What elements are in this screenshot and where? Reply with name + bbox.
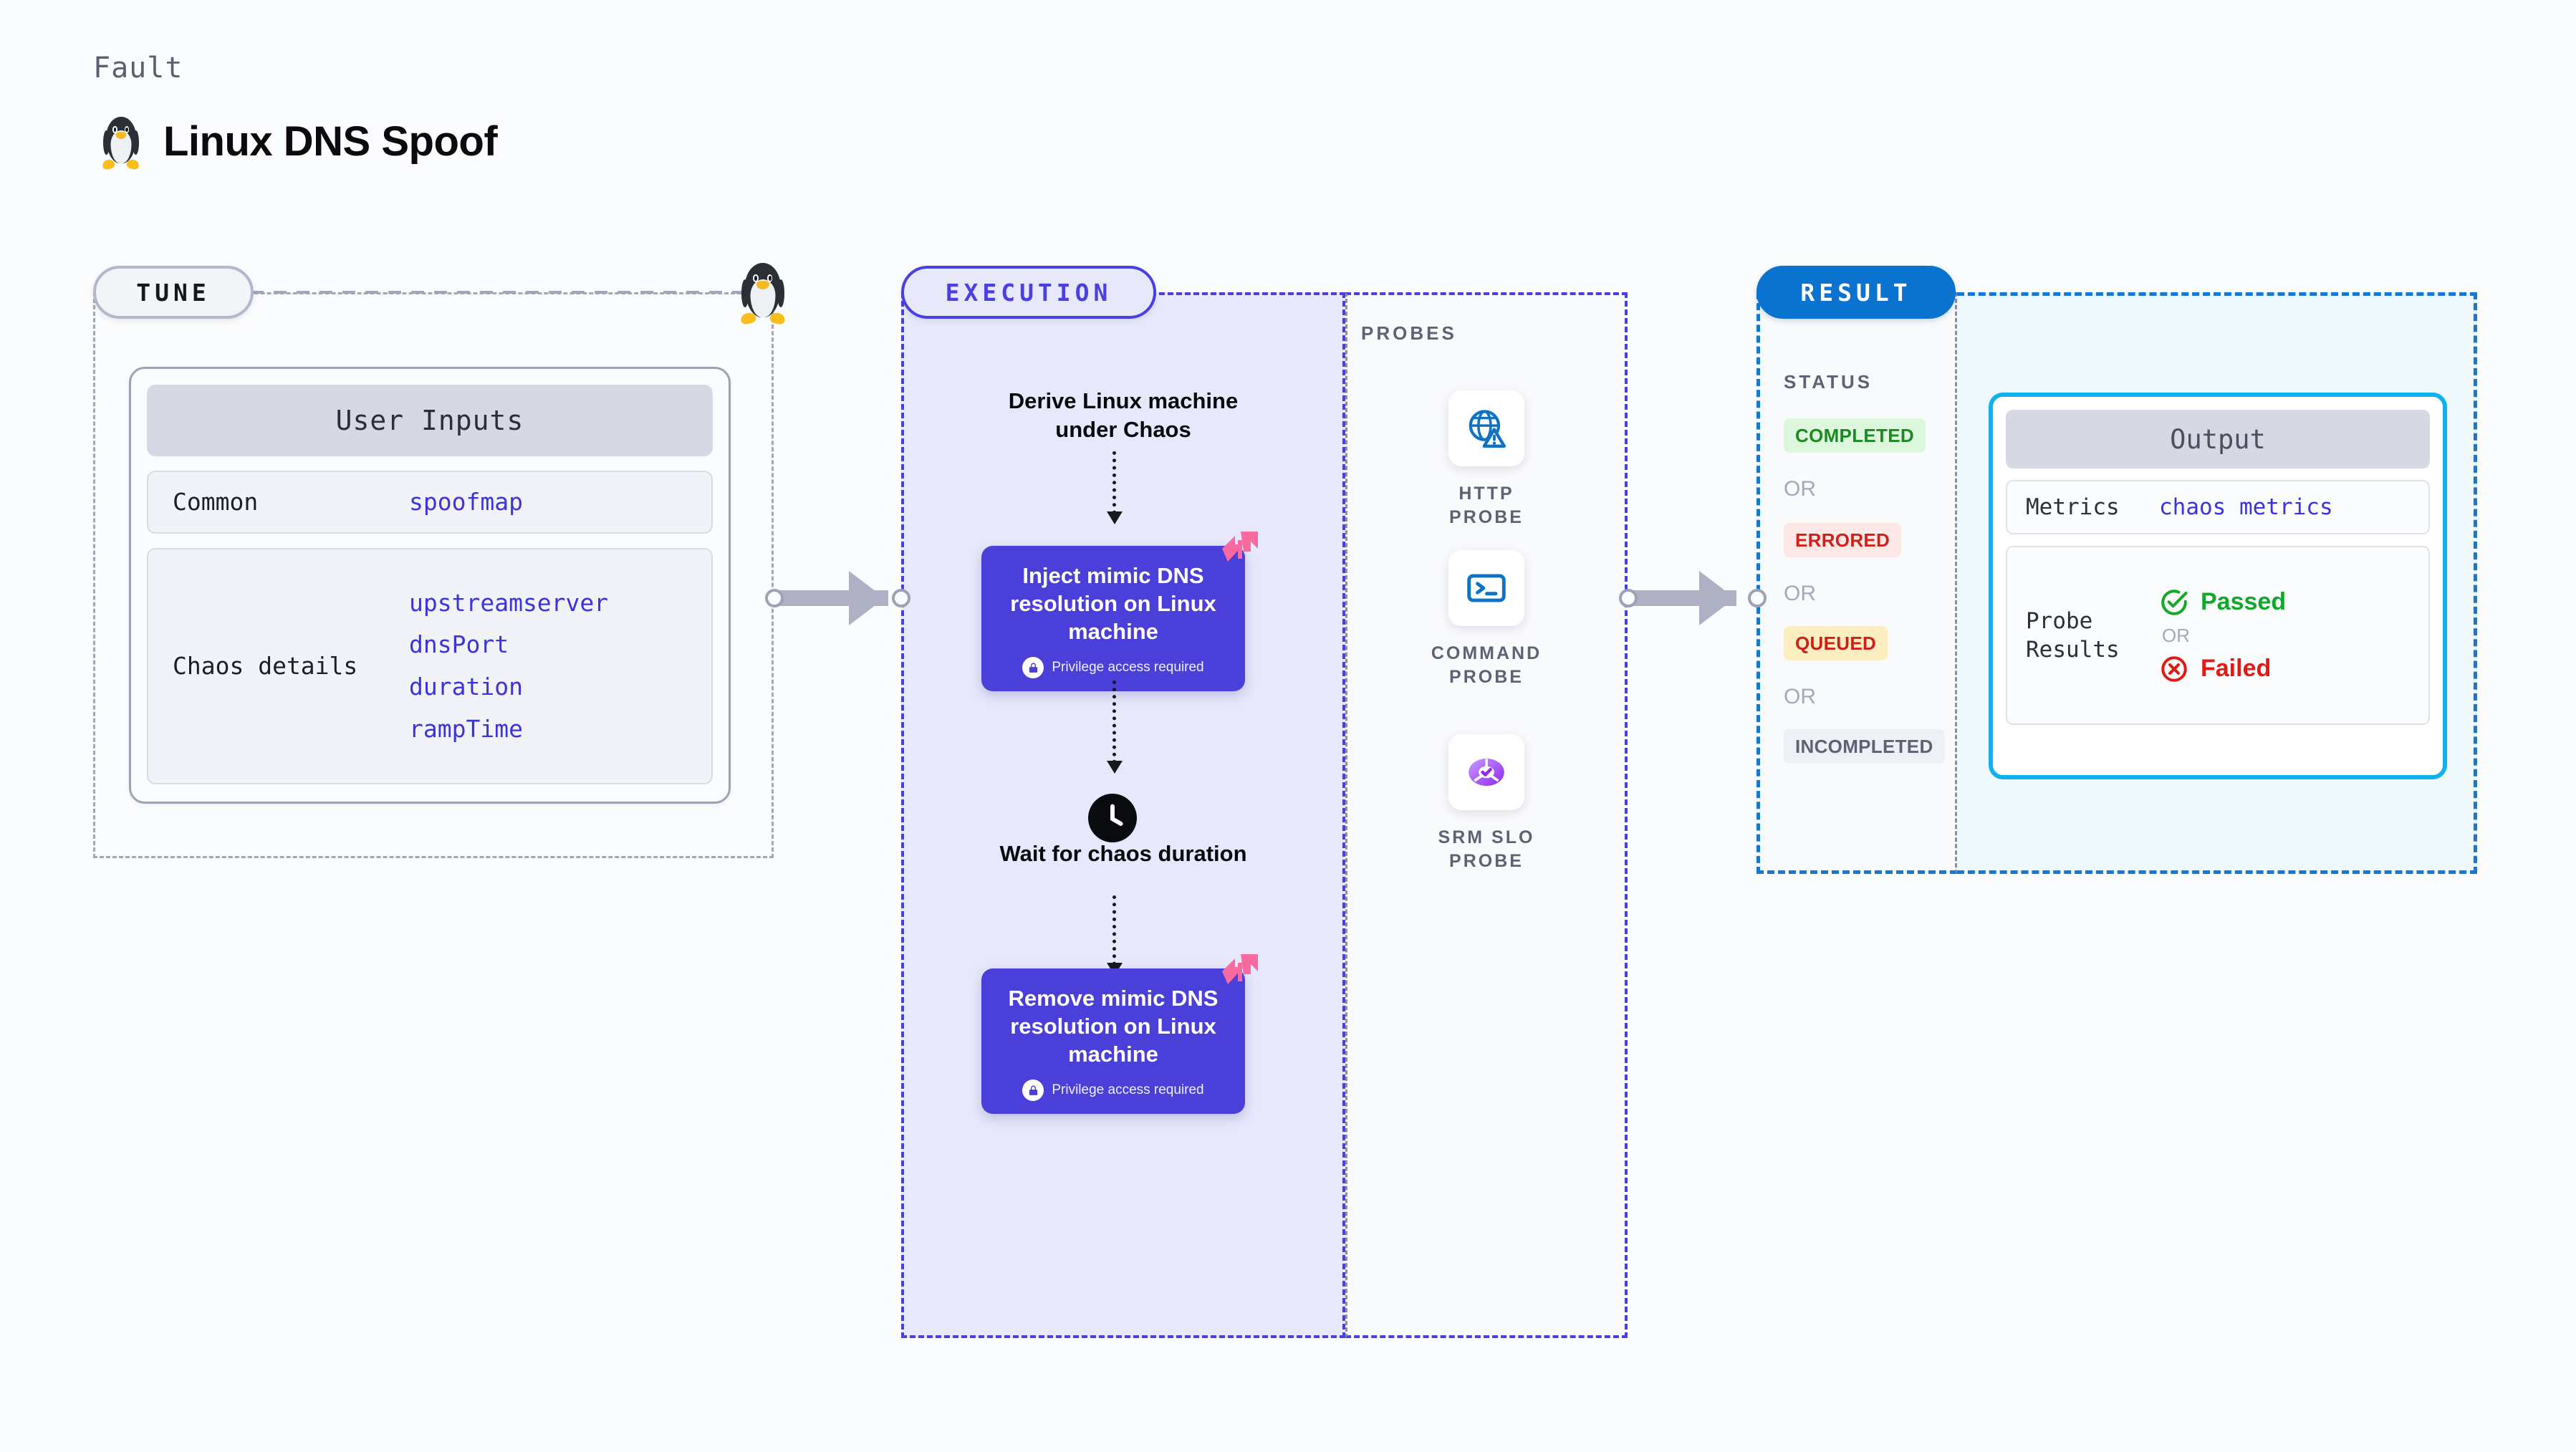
probe-item-command[interactable]: COMMAND PROBE	[1422, 550, 1551, 688]
tune-value[interactable]: dnsPort	[409, 630, 509, 659]
output-row-probe-results: Probe Results Passed OR Failed	[2006, 546, 2430, 725]
remove-action-box[interactable]: Remove mimic DNS resolution on Linux mac…	[981, 954, 1258, 1115]
check-circle-icon	[2161, 589, 2188, 615]
flow-arrow	[1107, 451, 1123, 524]
page-title: Linux DNS Spoof	[163, 117, 498, 165]
probe-label: COMMAND PROBE	[1431, 643, 1542, 687]
output-row-value[interactable]: chaos metrics	[2159, 494, 2333, 520]
tune-region	[93, 292, 774, 858]
output-row-key: Metrics	[2026, 494, 2120, 520]
tune-row-values: upstreamserver dnsPort duration rampTime	[409, 582, 608, 751]
status-separator: OR	[1784, 582, 1816, 605]
probe-item-http[interactable]: HTTP PROBE	[1422, 390, 1551, 529]
slo-donut-check-icon	[1469, 758, 1504, 787]
privilege-text: Privilege access required	[1052, 1082, 1204, 1098]
probe-failed-label: Failed	[2201, 655, 2272, 682]
connector-arrowhead	[1699, 571, 1735, 625]
flow-arrow	[1107, 681, 1123, 774]
status-badge-queued: QUEUED	[1784, 626, 1888, 660]
probe-result-values: Passed OR Failed	[2159, 587, 2286, 684]
lock-icon	[1022, 657, 1044, 679]
connector-arrowhead	[849, 571, 885, 625]
probes-region	[1345, 292, 1628, 1338]
remove-action-title: Remove mimic DNS resolution on Linux mac…	[1008, 986, 1219, 1067]
connector-start-dot	[1619, 589, 1638, 607]
chaos-experiment-mark-icon	[1222, 954, 1258, 984]
inject-action-box[interactable]: Inject mimic DNS resolution on Linux mac…	[981, 532, 1258, 692]
user-inputs-card: User Inputs Common spoofmap Chaos detail…	[129, 367, 731, 804]
privilege-row: Privilege access required	[996, 1080, 1231, 1102]
probe-item-srm-slo[interactable]: SRM SLO PROBE	[1422, 734, 1551, 872]
output-row-metrics: Metrics chaos metrics	[2006, 480, 2430, 534]
chaos-experiment-mark-icon	[1222, 532, 1258, 562]
tune-row-key: Common	[173, 487, 259, 516]
result-section-pill[interactable]: RESULT	[1756, 266, 1956, 319]
privilege-text: Privilege access required	[1052, 660, 1204, 675]
probe-label: HTTP PROBE	[1449, 484, 1524, 527]
page-eyebrow-label: Fault	[93, 52, 183, 85]
probe-passed-label: Passed	[2201, 588, 2287, 615]
output-card-header: Output	[2006, 410, 2430, 468]
tune-section-pill[interactable]: TUNE	[93, 266, 254, 319]
terminal-prompt-icon	[1467, 574, 1506, 602]
lock-icon	[1022, 1080, 1044, 1102]
privilege-row: Privilege access required	[996, 657, 1231, 679]
linux-penguin-icon	[738, 261, 788, 326]
status-badge-incompleted: INCOMPLETED	[1784, 729, 1945, 764]
derive-step-label: Derive Linux machine under Chaos	[1008, 388, 1239, 442]
probe-tile	[1448, 550, 1524, 626]
flow-arrow	[1107, 895, 1123, 976]
page-title-row: Linux DNS Spoof	[100, 115, 498, 170]
probe-result-passed: Passed	[2159, 587, 2286, 617]
probe-tile	[1448, 734, 1524, 810]
tune-value[interactable]: upstreamserver	[409, 588, 609, 617]
output-row-key: Probe Results	[2026, 607, 2120, 663]
linux-penguin-icon	[100, 115, 142, 170]
tune-connector-line	[251, 291, 752, 294]
tune-value[interactable]: rampTime	[409, 714, 523, 743]
probe-label: SRM SLO PROBE	[1438, 827, 1535, 871]
inject-action-title: Inject mimic DNS resolution on Linux mac…	[1010, 563, 1216, 645]
user-inputs-header: User Inputs	[147, 385, 713, 456]
globe-warning-icon	[1469, 410, 1506, 448]
x-circle-icon	[2161, 655, 2187, 682]
status-badge-completed: COMPLETED	[1784, 418, 1926, 453]
execution-region	[901, 292, 1345, 1338]
connector-end-dot	[1748, 589, 1767, 607]
result-status-region	[1756, 292, 1957, 874]
connector-end-dot	[892, 589, 910, 607]
connector-start-dot	[765, 589, 784, 607]
execution-section-pill[interactable]: EXECUTION	[901, 266, 1156, 319]
tune-row-chaos-details: Chaos details upstreamserver dnsPort dur…	[147, 548, 713, 784]
clock-icon	[1088, 794, 1137, 842]
probe-result-separator: OR	[2162, 624, 2190, 646]
tune-value[interactable]: duration	[409, 673, 523, 701]
probes-section-label: PROBES	[1361, 322, 1457, 344]
tune-row-common: Common spoofmap	[147, 471, 713, 534]
probe-tile	[1448, 390, 1524, 466]
probe-result-failed: Failed	[2159, 654, 2286, 684]
tune-row-key: Chaos details	[173, 651, 358, 680]
tune-row-values: spoofmap	[409, 481, 523, 524]
wait-step-label: Wait for chaos duration	[999, 841, 1247, 866]
status-separator: OR	[1784, 477, 1816, 501]
status-separator: OR	[1784, 685, 1816, 708]
output-card: Output Metrics chaos metrics Probe Resul…	[1989, 393, 2447, 779]
status-badge-errored: ERRORED	[1784, 523, 1902, 557]
tune-value[interactable]: spoofmap	[409, 487, 523, 516]
status-section-label: STATUS	[1784, 371, 1873, 393]
